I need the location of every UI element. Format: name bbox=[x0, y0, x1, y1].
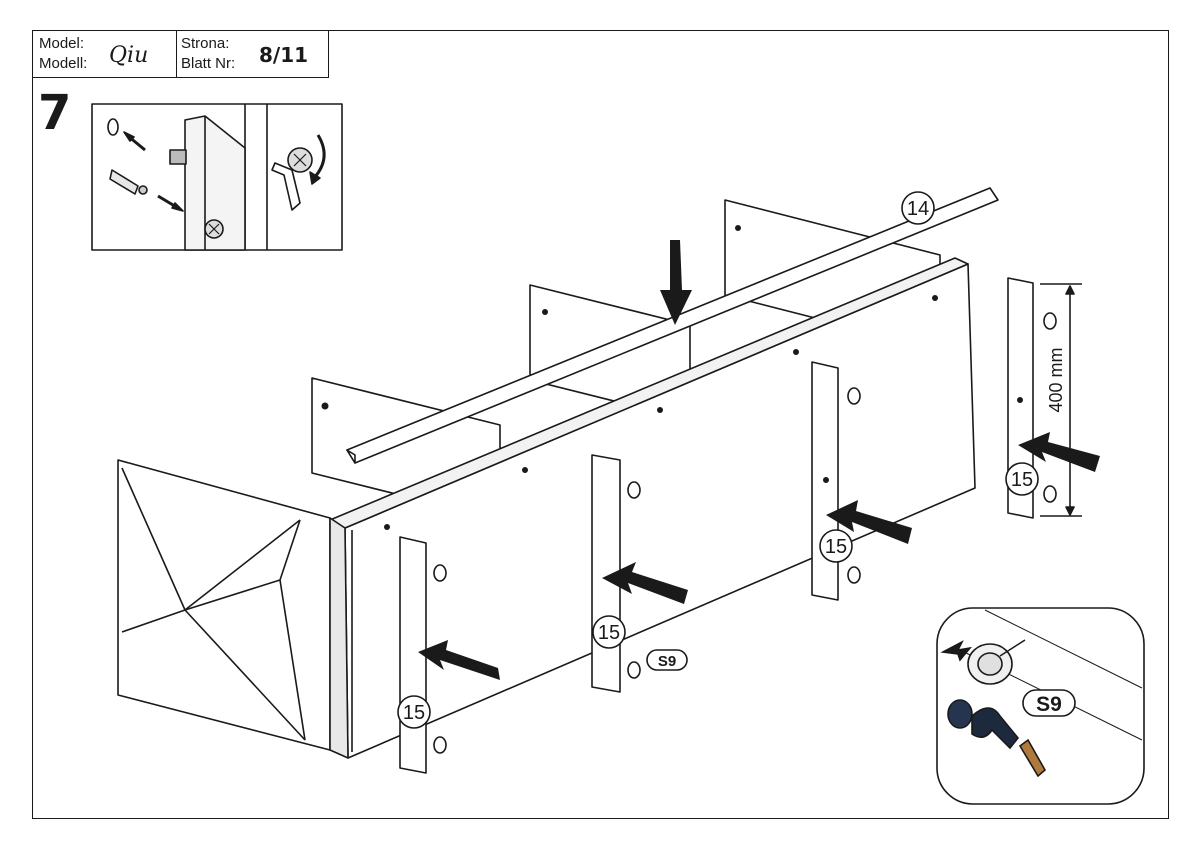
hammer-handle bbox=[1018, 738, 1047, 778]
model-label-pl: Model: bbox=[39, 35, 85, 52]
callout-15: 15 bbox=[403, 702, 425, 724]
callout-14: 14 bbox=[907, 198, 929, 220]
arrow-left-icon bbox=[826, 500, 912, 544]
side-panel-decorative bbox=[117, 459, 349, 759]
callout-s9: S9 bbox=[658, 653, 676, 670]
arrow-left-icon bbox=[602, 562, 688, 604]
hammer-icon bbox=[971, 707, 1020, 750]
model-label-de: Modell: bbox=[39, 55, 88, 72]
arrow-left-icon bbox=[1018, 432, 1100, 472]
page-number: 8/11 bbox=[259, 43, 309, 67]
callout-15: 15 bbox=[825, 536, 847, 558]
page-cell: Strona: Blatt Nr: 8/11 bbox=[176, 30, 329, 78]
leg-1 bbox=[399, 536, 427, 774]
page-label-pl: Strona: bbox=[181, 35, 230, 52]
arrow-left-icon bbox=[418, 640, 500, 680]
callout-15: 15 bbox=[1011, 469, 1033, 491]
arrow-down-icon bbox=[660, 240, 692, 325]
page-label-de: Blatt Nr: bbox=[181, 55, 236, 72]
detail-inset bbox=[91, 103, 343, 251]
callout-15: 15 bbox=[598, 622, 620, 644]
arrow-icon bbox=[940, 640, 972, 662]
model-cell: Model: Modell: Qiu bbox=[32, 30, 177, 78]
callout-s9-large: S9 bbox=[1036, 693, 1062, 716]
page-frame bbox=[32, 30, 1169, 819]
direction-arrows bbox=[418, 240, 1100, 680]
dimension-label: 400 mm bbox=[1046, 347, 1066, 412]
dimension-400mm bbox=[1040, 283, 1082, 517]
model-logo: Qiu bbox=[109, 43, 149, 68]
part-callouts bbox=[397, 191, 1076, 729]
step-number: 7 bbox=[38, 85, 72, 141]
